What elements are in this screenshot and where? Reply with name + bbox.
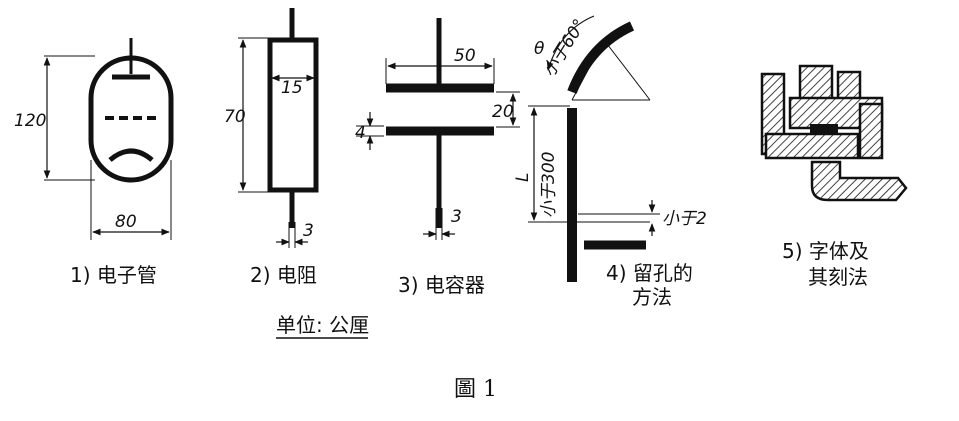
resistor-width-label: 15 [281, 78, 303, 98]
resistor-lead-label: 3 [303, 221, 314, 241]
font-caption-line1: 5) 字体及 [782, 239, 869, 263]
glyph-stroke-6 [858, 102, 884, 160]
hole-arc-conductor [567, 21, 635, 94]
glyph-hook-stroke [810, 160, 908, 202]
capacitor-diagram: 50 20 4 3 3) 电容器 [355, 18, 520, 297]
font-diagram: 5) 字体及 其刻法 [760, 64, 908, 289]
figure-title: 圖 1 [454, 377, 497, 402]
capacitor-lead-label: 3 [451, 207, 462, 227]
glyph-center-block [810, 124, 838, 134]
tube-caption: 1) 电子管 [70, 263, 157, 287]
hole-length-var: L [513, 173, 533, 182]
hole-caption-line1: 4) 留孔的 [606, 261, 693, 285]
hole-diagram: θ 小于60° L 小于300 小于2 4) 留孔的 方法 [513, 15, 707, 309]
tube-cathode [108, 148, 154, 162]
capacitor-length-label: 50 [454, 46, 476, 66]
tube-diagram: 120 80 1) 电子管 [14, 38, 174, 287]
tube-width-label: 80 [115, 212, 137, 232]
hole-caption-line2: 方法 [632, 285, 672, 309]
hole-angle-label: θ [534, 39, 545, 59]
capacitor-thickness-label: 4 [355, 123, 366, 143]
tube-height-label: 120 [14, 111, 46, 131]
resistor-diagram: 70 15 3 2) 电阻 [224, 8, 319, 287]
hole-length-label: 小于300 [539, 152, 559, 218]
resistor-height-label: 70 [224, 107, 246, 127]
resistor-caption: 2) 电阻 [250, 263, 317, 287]
capacitor-caption: 3) 电容器 [398, 273, 485, 297]
unit-label: 单位: 公厘 [276, 313, 369, 337]
font-caption-line2: 其刻法 [808, 265, 868, 289]
resistor-body [267, 37, 319, 193]
hole-gap-label: 小于2 [662, 209, 707, 229]
capacitor-gap-label: 20 [492, 102, 514, 122]
glyph-stroke-5 [764, 132, 860, 160]
